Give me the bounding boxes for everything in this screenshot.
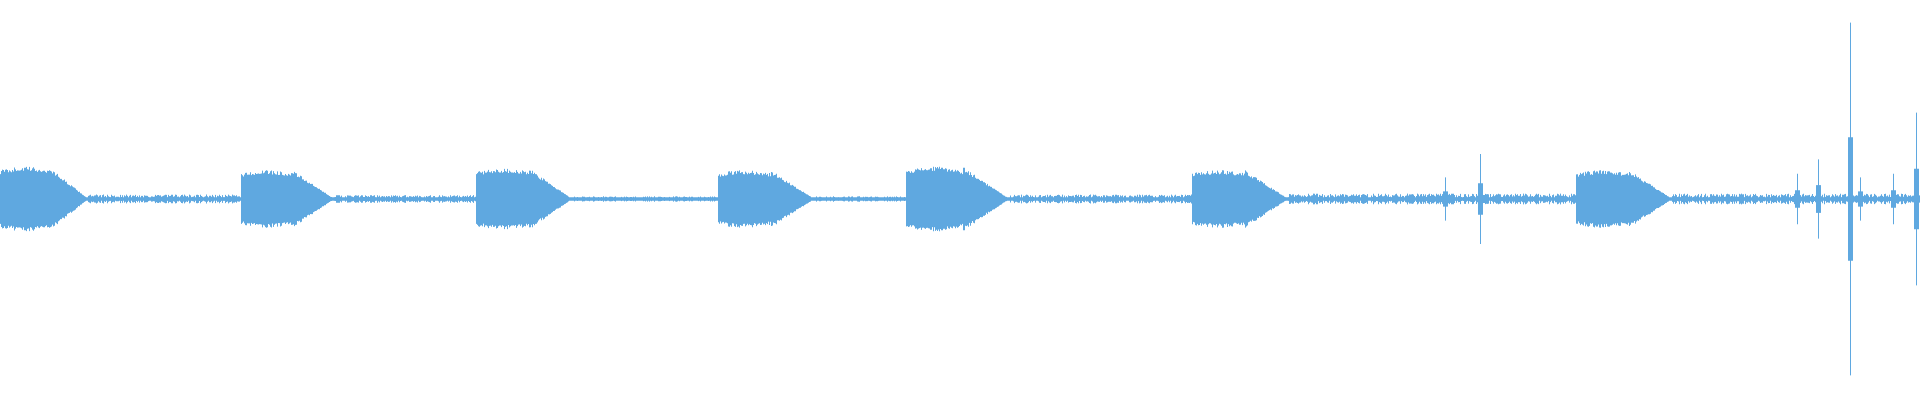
- waveform-path: [0, 22, 1920, 376]
- waveform-bars: [0, 22, 1920, 376]
